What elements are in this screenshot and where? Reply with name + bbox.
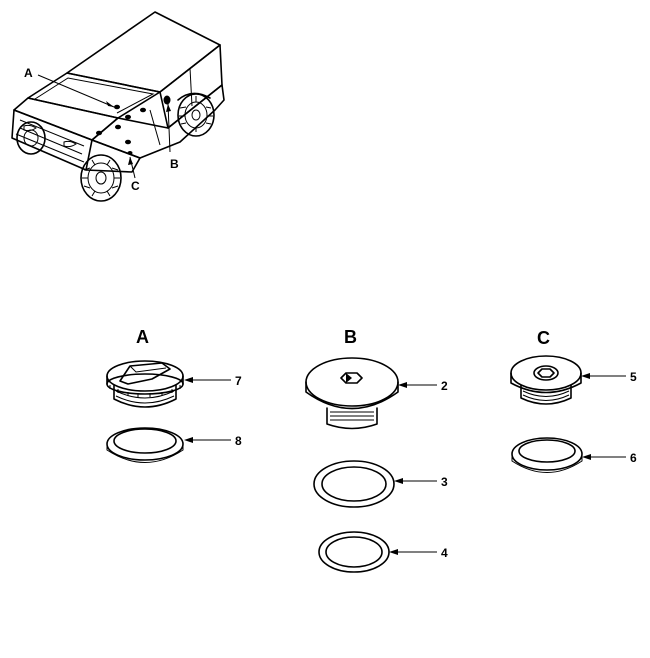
item-6: 6 [630,451,637,465]
rear-right-wheel [177,93,215,137]
callout-b: B [170,157,179,171]
front-left-wheel [16,121,46,155]
group-heading-a: A [136,327,149,347]
gasket-c [511,437,583,473]
gasket-a [106,427,184,463]
callout-c: C [131,179,140,193]
plug-b [305,357,399,430]
item-8: 8 [235,434,242,448]
gasket-b-upper [313,460,395,508]
item-5: 5 [630,370,637,384]
item-2: 2 [441,379,448,393]
plug-c [510,355,582,405]
group-heading-b: B [344,327,357,347]
group-heading-c: C [537,328,550,348]
vehicle-drawing [11,11,225,202]
item-7: 7 [235,374,242,388]
plug-a [106,360,184,408]
gasket-b-lower [318,531,390,573]
plug-location-dots [96,95,171,155]
item-4: 4 [441,546,448,560]
item-3: 3 [441,475,448,489]
callout-a: A [24,66,33,80]
front-right-wheel [80,154,122,202]
